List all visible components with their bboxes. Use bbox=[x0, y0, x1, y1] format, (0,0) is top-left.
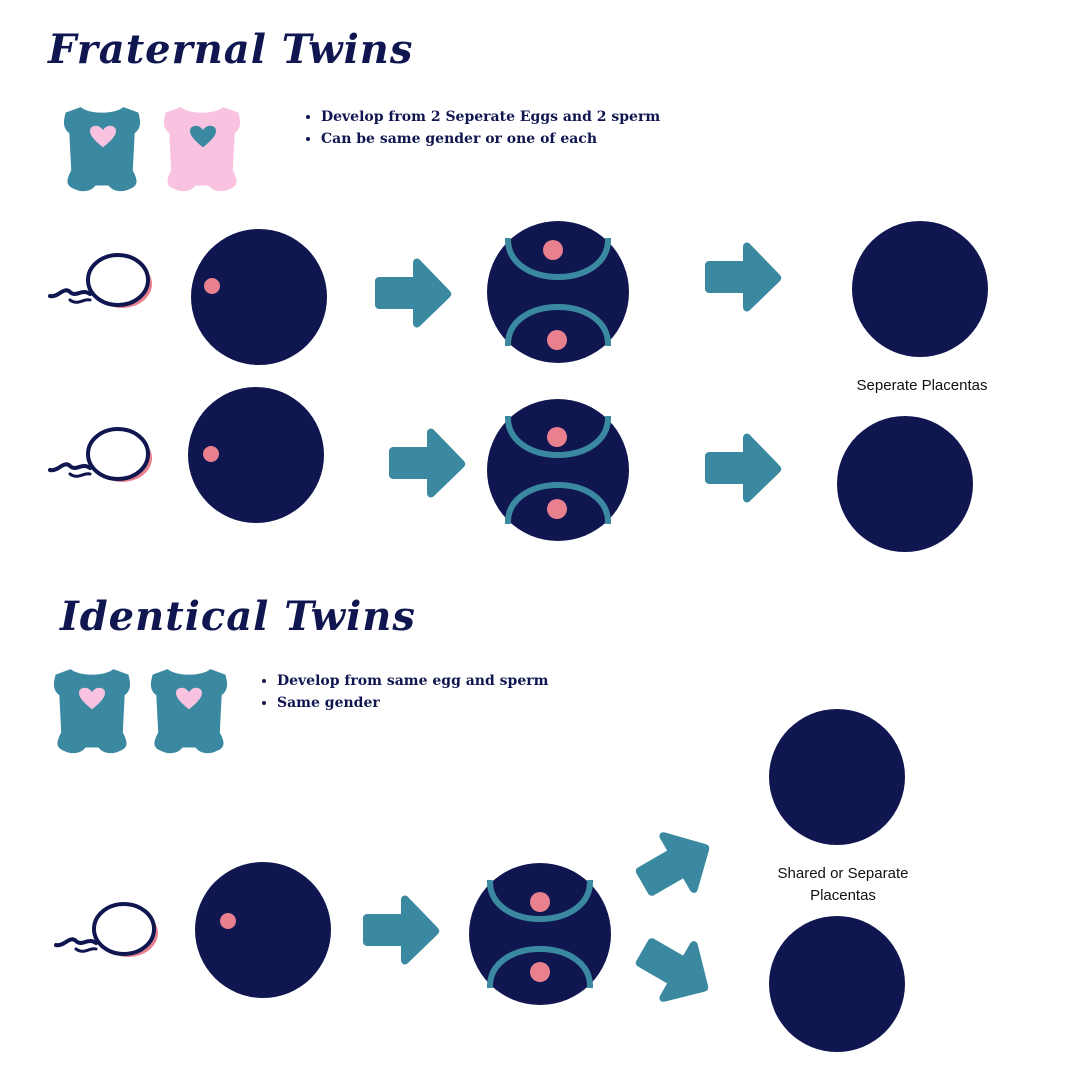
heart-icon bbox=[90, 125, 116, 149]
placenta-icon bbox=[769, 709, 905, 845]
identical-caption: Shared or Separate Placentas bbox=[743, 863, 943, 907]
dividing-cell-icon bbox=[469, 863, 611, 1005]
heart-icon bbox=[190, 125, 216, 149]
fraternal-bullets: Develop from 2 Seperate Eggs and 2 sperm… bbox=[303, 106, 660, 150]
heart-icon bbox=[176, 687, 202, 711]
bullet: Develop from 2 Seperate Eggs and 2 sperm bbox=[321, 106, 660, 128]
arrow-icon bbox=[389, 427, 467, 499]
placenta-icon bbox=[769, 916, 905, 1052]
arrow-icon bbox=[363, 894, 441, 966]
onesie-icon bbox=[50, 662, 134, 762]
bullet: Develop from same egg and sperm bbox=[277, 670, 548, 692]
sperm-icon bbox=[48, 253, 152, 308]
arrow-icon bbox=[375, 257, 453, 329]
egg-icon bbox=[195, 862, 331, 998]
egg-icon bbox=[191, 229, 327, 365]
arrow-icon bbox=[705, 241, 783, 313]
placenta-icon bbox=[837, 416, 973, 552]
fraternal-title: Fraternal Twins bbox=[48, 26, 414, 73]
bullet: Same gender bbox=[277, 692, 548, 714]
arrow-icon bbox=[705, 432, 783, 504]
identical-caption-line2: Placentas bbox=[810, 887, 876, 904]
onesie-icon bbox=[60, 100, 144, 200]
onesie-icon bbox=[160, 100, 244, 200]
onesie-icon bbox=[147, 662, 231, 762]
dividing-cell-icon bbox=[487, 399, 629, 541]
placenta-icon bbox=[852, 221, 988, 357]
heart-icon bbox=[79, 687, 105, 711]
egg-icon bbox=[188, 387, 324, 523]
sperm-icon bbox=[54, 902, 158, 957]
identical-title: Identical Twins bbox=[60, 593, 416, 640]
fraternal-caption: Seperate Placentas bbox=[856, 377, 988, 394]
identical-bullets: Develop from same egg and sperm Same gen… bbox=[259, 670, 548, 714]
dividing-cell-icon bbox=[487, 221, 629, 363]
arrow-icon bbox=[624, 813, 728, 914]
sperm-icon bbox=[48, 427, 152, 482]
identical-caption-line1: Shared or Separate bbox=[777, 865, 909, 882]
arrow-icon bbox=[624, 919, 728, 1020]
bullet: Can be same gender or one of each bbox=[321, 128, 660, 150]
